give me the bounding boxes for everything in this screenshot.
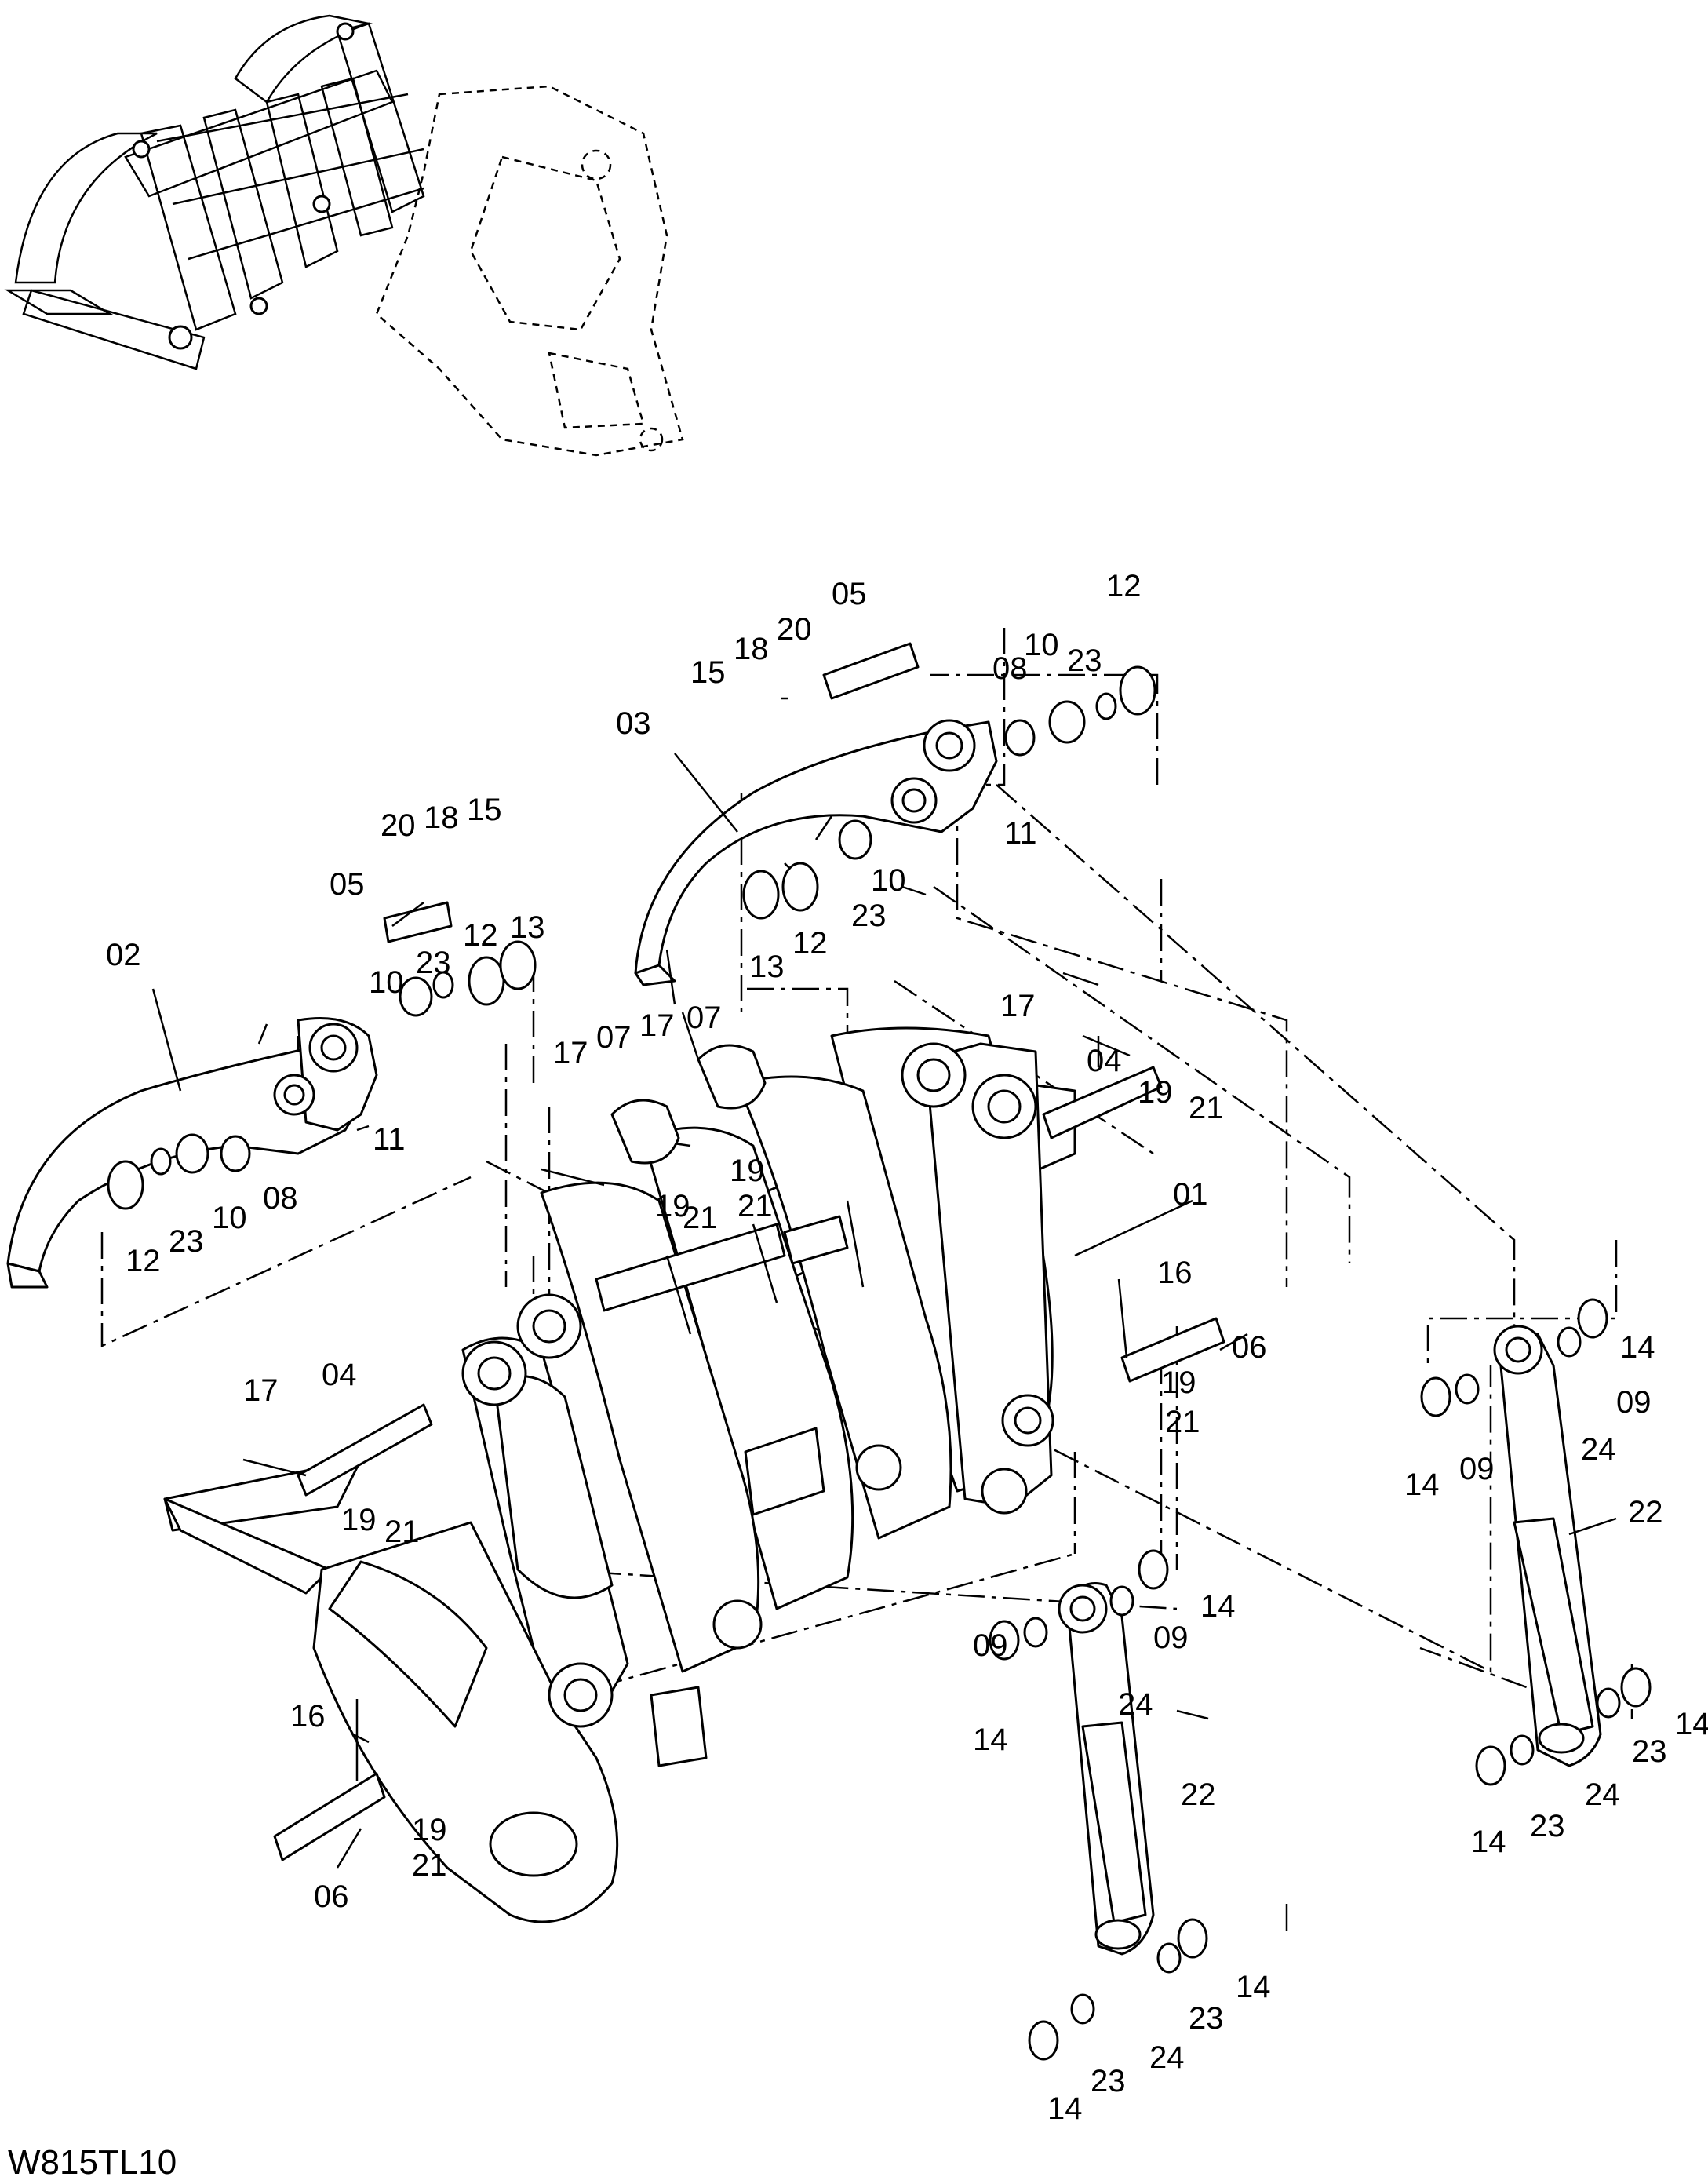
overview-machine-thumbnail (4, 14, 684, 457)
cylinder-right-part-22 (1493, 1325, 1602, 1767)
callout-label: 06 (314, 1880, 349, 1914)
callout-label: 17 (639, 1008, 675, 1043)
pins-and-hardware (107, 642, 1652, 2061)
callout-label: 24 (1118, 1687, 1153, 1722)
callout-label: 20 (777, 612, 812, 647)
callout-label: 17 (553, 1036, 588, 1070)
cylinder-left-part-22 (1058, 1582, 1155, 1956)
callout-label: 14 (1404, 1468, 1440, 1502)
callout-label: 14 (1620, 1330, 1655, 1365)
callout-label: 21 (384, 1515, 420, 1549)
callout-label: 21 (683, 1201, 718, 1235)
callout-label: 13 (749, 950, 785, 984)
callout-label: 23 (169, 1224, 204, 1259)
callout-label: 21 (1189, 1091, 1224, 1125)
callout-label: 03 (616, 706, 651, 741)
callout-label: 09 (1616, 1385, 1652, 1420)
callout-label: 07 (686, 1001, 722, 1035)
callout-label: 23 (851, 899, 887, 933)
callout-label: 14 (1047, 2091, 1083, 2126)
callout-label: 08 (263, 1181, 298, 1216)
leader-lines (151, 753, 1617, 1869)
callout-label: 24 (1585, 1777, 1620, 1812)
callout-label: 10 (212, 1201, 247, 1235)
callout-label: 19 (655, 1189, 690, 1223)
callout-label: 10 (1024, 628, 1059, 662)
callout-label: 14 (973, 1723, 1008, 1757)
callout-label: 16 (1157, 1256, 1193, 1290)
callout-label: 08 (992, 651, 1028, 686)
callout-label: 15 (467, 793, 502, 827)
callout-label: 12 (792, 926, 828, 961)
callout-label: 23 (1067, 644, 1102, 678)
callout-label: 05 (330, 867, 365, 902)
callout-label: 23 (1091, 2064, 1126, 2098)
callout-label: 21 (737, 1189, 773, 1223)
callout-label: 23 (1189, 2001, 1224, 2036)
callout-label: 09 (973, 1628, 1008, 1663)
drawing-id: W815TL10 (8, 2143, 177, 2182)
callout-label: 14 (1200, 1589, 1236, 1624)
callout-label: 11 (373, 1122, 406, 1157)
callout-label: 04 (1087, 1044, 1122, 1078)
callout-labels: 01 02 03 04 04 05 05 06 06 07 07 08 08 0… (106, 569, 1708, 2126)
callout-label: 10 (369, 965, 404, 1000)
main-frame-part-01 (163, 1026, 1076, 1923)
callout-label: 24 (1581, 1432, 1616, 1467)
callout-label: 14 (1675, 1707, 1708, 1741)
callout-label: 19 (341, 1503, 377, 1537)
callout-label: 15 (690, 655, 726, 690)
callout-label: 21 (412, 1848, 447, 1883)
callout-label: 09 (1459, 1452, 1495, 1486)
callout-label: 19 (730, 1154, 765, 1188)
callout-label: 06 (1232, 1330, 1267, 1365)
callout-label: 18 (734, 632, 769, 666)
callout-label: 05 (832, 577, 867, 611)
callout-label: 22 (1181, 1777, 1216, 1812)
callout-label: 19 (1138, 1075, 1173, 1110)
bucket-arm-part-03 (634, 719, 998, 986)
callout-label: 13 (510, 910, 545, 945)
callout-label: 19 (1161, 1365, 1196, 1400)
callout-label: 23 (1530, 1809, 1565, 1843)
callout-label: 16 (290, 1699, 326, 1734)
callout-label: 17 (1000, 989, 1036, 1023)
callout-label: 07 (596, 1020, 632, 1055)
callout-label: 12 (1106, 569, 1142, 603)
callout-label: 01 (1173, 1177, 1208, 1212)
callout-label: 18 (424, 800, 459, 835)
callout-label: 02 (106, 938, 141, 972)
callout-label: 24 (1149, 2040, 1185, 2075)
callout-label: 09 (1153, 1621, 1189, 1655)
callout-label: 23 (416, 946, 451, 980)
callout-label: 14 (1236, 1970, 1271, 2004)
callout-label: 20 (381, 808, 416, 843)
bucket-arm-part-02 (6, 1017, 378, 1289)
callout-label: 11 (1004, 816, 1037, 851)
callout-label: 22 (1628, 1495, 1663, 1530)
callout-label: 12 (126, 1244, 161, 1278)
callout-label: 19 (412, 1813, 447, 1847)
callout-label: 10 (871, 863, 906, 898)
callout-label: 12 (463, 918, 498, 953)
callout-label: 04 (322, 1358, 357, 1392)
callout-label: 14 (1471, 1825, 1506, 1859)
callout-label: 23 (1632, 1734, 1667, 1769)
callout-label: 21 (1165, 1405, 1200, 1439)
callout-label: 17 (243, 1373, 279, 1408)
